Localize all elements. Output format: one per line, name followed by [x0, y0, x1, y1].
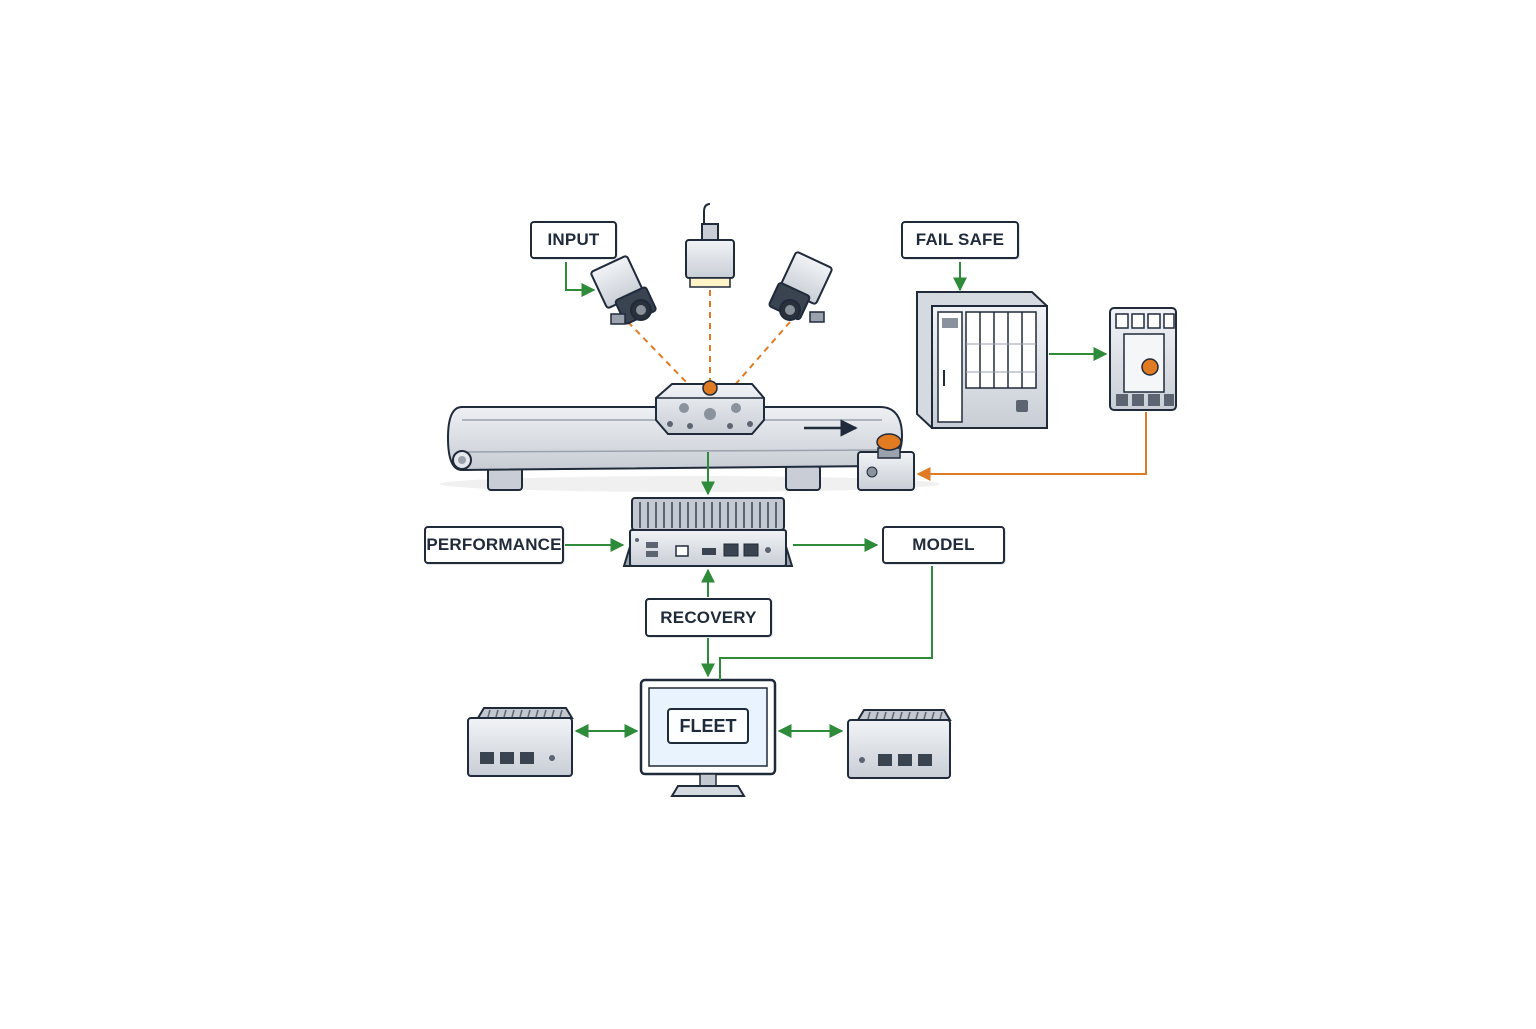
arrow-relay-to-estop	[916, 412, 1147, 481]
input-label: INPUT	[530, 221, 617, 259]
machined-part-icon	[655, 380, 765, 435]
plc-cabinet-icon	[916, 291, 1048, 429]
edge-computer-icon	[622, 497, 794, 567]
edge-gateway-icon	[847, 709, 952, 779]
arrow-input-to-camera	[565, 262, 596, 297]
overhead-light-icon	[685, 203, 735, 288]
emergency-stop-icon	[857, 433, 915, 491]
fail-safe-label: FAIL SAFE	[901, 221, 1019, 259]
model-label: MODEL	[882, 526, 1005, 564]
recovery-label: RECOVERY	[645, 598, 772, 637]
performance-label: PERFORMANCE	[424, 526, 564, 564]
fleet-label: FLEET	[667, 708, 749, 744]
camera-sight-lines	[627, 290, 791, 387]
camera-icon	[768, 251, 833, 323]
camera-icon	[590, 255, 657, 325]
edge-gateway-icon	[467, 707, 574, 777]
conveyor-icon	[440, 406, 940, 492]
flow-arrows	[565, 262, 1147, 738]
line-model-to-monitor	[719, 566, 933, 680]
safety-relay-icon	[1109, 307, 1177, 411]
